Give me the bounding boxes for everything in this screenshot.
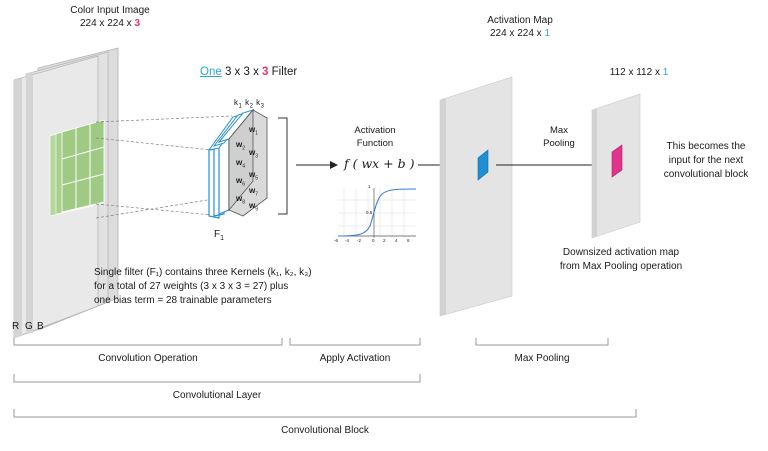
weight-w3: w3 — [249, 148, 259, 160]
weight-w4: w4 — [236, 158, 246, 170]
weight-w8: w8 — [236, 194, 246, 206]
plot-ytick-1: 1 — [368, 184, 371, 189]
weight-w6: w6 — [236, 176, 246, 188]
max-pooling-bracket-label: Max Pooling — [514, 353, 570, 364]
plot-xtick-m6: -6 — [334, 238, 339, 243]
plot-xtick-m2: -2 — [357, 238, 362, 243]
plot-xtick-0: 0 — [372, 238, 375, 243]
filter-count: One — [200, 66, 222, 78]
bracket-lines — [13, 338, 637, 418]
plot-ytick-05: 0.5 — [366, 210, 373, 215]
sigmoid-plot — [334, 186, 417, 240]
channel-label-b: B — [37, 321, 44, 332]
activation-map-dims: 224 x 224 x 1 — [489, 28, 551, 39]
activation-formula: f ( wx + b ) — [344, 156, 415, 171]
convolutional-block-label: Convolutional Block — [281, 425, 369, 436]
convolutional-layer-label: Convolutional Layer — [172, 390, 262, 401]
filter-title: One 3 x 3 x 3 Filter — [200, 66, 298, 78]
arrow-to-activation — [296, 161, 338, 169]
next-block-note-3: convolutional block — [663, 169, 749, 180]
activation-value-cell — [477, 149, 489, 181]
filter-bracket — [278, 117, 288, 215]
filter-stack — [207, 108, 268, 219]
pooled-value-cell — [611, 144, 623, 178]
weight-w2: w2 — [236, 140, 246, 152]
input-channels-value: 3 — [134, 18, 141, 29]
plot-xtick-m4: -4 — [345, 238, 350, 243]
weight-w9: w9 — [249, 201, 259, 213]
filter-channels-value: 3 — [262, 66, 269, 78]
channel-label-r: R — [12, 321, 20, 332]
apply-activation-label: Apply Activation — [319, 353, 391, 364]
plot-xtick-6: 6 — [407, 238, 410, 243]
channel-label-g: G — [25, 321, 33, 332]
filter-description-line2: for a total of 27 weights (3 x 3 x 3 = 2… — [94, 281, 289, 292]
next-block-note-2: input for the next — [668, 155, 744, 166]
weight-w5: w5 — [249, 170, 259, 182]
filter-description-line3: one bias term = 28 trainable parameters — [94, 295, 272, 306]
weight-w1: w1 — [249, 125, 259, 137]
projection-lines — [95, 115, 233, 219]
next-block-note-1: This becomes the — [666, 141, 746, 152]
input-image-dims: 224 x 224 x 3 — [79, 18, 141, 29]
plot-xtick-2: 2 — [383, 238, 386, 243]
plot-xtick-4: 4 — [395, 238, 398, 243]
downsized-note-1: Downsized activation map — [562, 247, 680, 258]
activation-map-plane — [439, 76, 513, 317]
convolution-operation-label: Convolution Operation — [98, 353, 198, 364]
filter-name: F1 — [214, 229, 225, 242]
downsized-note-2: from Max Pooling operation — [559, 261, 683, 272]
max-pooling-label-2: Pooling — [543, 138, 575, 149]
filter-description-line1: Single filter (F₁) contains three Kernel… — [94, 267, 312, 278]
pooled-map-channels-value: 1 — [662, 67, 669, 78]
max-pooling-label-1: Max — [550, 125, 568, 136]
activation-function-title-2: Function — [356, 138, 394, 149]
kernel-labels: k1 k2 k3 — [234, 98, 265, 110]
receptive-field — [49, 119, 105, 217]
activation-map-title: Activation Map — [487, 15, 553, 26]
input-image-title: Color Input Image — [70, 5, 150, 16]
activation-function-title-1: Activation — [354, 125, 396, 136]
pooled-map-dims: 112 x 112 x 1 — [609, 67, 669, 78]
activation-map-channels-value: 1 — [544, 28, 551, 39]
weight-w7: w7 — [249, 186, 259, 198]
